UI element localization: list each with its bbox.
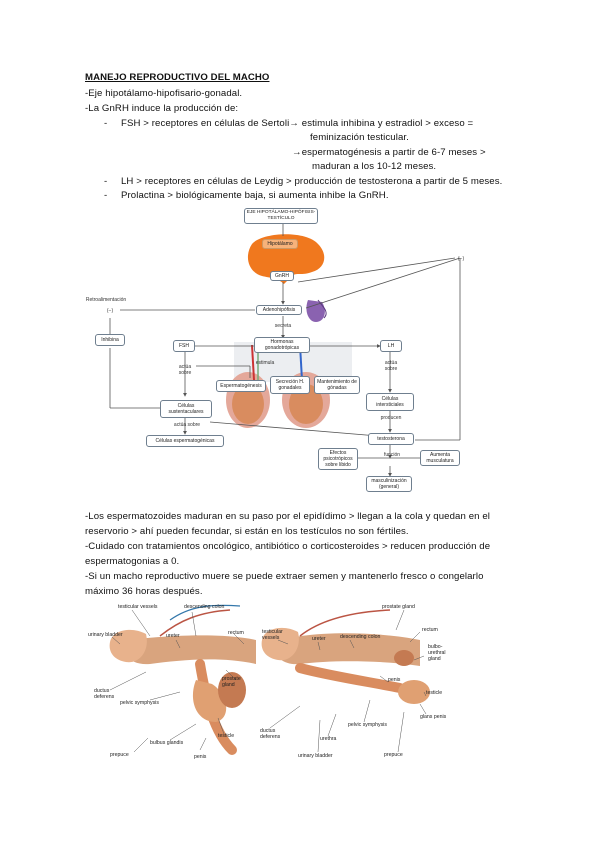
- gonad-maintenance-box: Mantenimiento de gónadas: [314, 376, 360, 394]
- text-line: feminización testicular.: [310, 132, 409, 143]
- label-prostate-gland: prostate gland: [382, 604, 415, 610]
- text-line: FSH > receptores en células de Sertoli→ …: [121, 118, 474, 129]
- label-rectum: rectum: [422, 627, 438, 633]
- label-prepuce: prepuce: [110, 752, 129, 758]
- label-bulbo-urethral-gland: bulbo-urethral gland: [428, 644, 446, 662]
- acts-on-label: actúa sobre: [173, 422, 201, 428]
- psychotropic-effects-box: Efectos psicotrópicos sobre libido: [318, 448, 358, 470]
- acts-on-label: actúa sobre: [384, 360, 398, 372]
- label-penis: penis: [194, 754, 207, 760]
- text-line: -Los espermatozoides maduran en su paso …: [85, 511, 490, 522]
- text-line: máximo 36 horas después.: [85, 586, 203, 597]
- bullet-dash: -: [104, 190, 108, 201]
- text-line: -Cuidado con tratamientos oncológico, an…: [85, 541, 491, 552]
- label-urethra: urethra: [320, 736, 337, 742]
- label-ductus-deferens: ductus deferens: [260, 728, 281, 740]
- label-testicular-vessels: testicular vessels: [118, 604, 158, 610]
- label-descending-colon: descending colon: [340, 634, 381, 640]
- label-urinary-bladder: urinary bladder: [298, 753, 333, 759]
- muscle-increase-box: Aumenta musculatura: [420, 450, 460, 466]
- text-line: espermatogonias a 0.: [85, 556, 180, 567]
- text-line: Prolactina > biológicamente baja, si aum…: [121, 190, 389, 201]
- spermatogenesis-box: Espermatogénesis: [216, 380, 266, 392]
- label-testicular-vessels: testicular vessels: [262, 629, 283, 641]
- label-ureter: ureter: [166, 633, 180, 639]
- produce-label: producen: [380, 415, 402, 421]
- sustentacular-cells-box: Células sustentaculares: [160, 400, 212, 418]
- label-rectum: rectum: [228, 630, 244, 636]
- testosterone-box: testosterona: [368, 433, 414, 445]
- gonadotropic-hormones-box: Hormonas gonadotrópicas: [254, 337, 310, 353]
- label-testicle: testicle: [426, 690, 443, 696]
- gonadal-hormone-secretion-box: Secreción H. gonadales: [270, 376, 310, 394]
- text-line: -Si un macho reproductivo muere se puede…: [85, 571, 484, 582]
- text-line: →espermatogénesis a partir de 6-7 meses …: [292, 147, 486, 158]
- label-testicle: testicle: [218, 733, 235, 739]
- text-line: maduran a los 10-12 meses.: [312, 161, 437, 172]
- label-glans-penis: glans penis: [420, 714, 447, 720]
- label-prostate-gland: prostate gland: [222, 676, 241, 688]
- fsh-box: FSH: [173, 340, 195, 352]
- document-title: MANEJO REPRODUCTIVO DEL MACHO: [85, 72, 270, 83]
- label-prepuce: prepuce: [384, 752, 403, 758]
- bullet-dash: -: [104, 118, 108, 129]
- label-ureter: ureter: [312, 636, 326, 642]
- label-urinary-bladder: urinary bladder: [88, 632, 123, 638]
- adenohypophysis-box: Adenohipófisis: [256, 305, 302, 315]
- label-ductus-deferens: ductus deferens: [94, 688, 115, 700]
- interstitial-cells-box: Células intersticiales: [366, 393, 414, 411]
- label-pelvic-symphysis: pelvic symphysis: [120, 700, 159, 706]
- text-line: -Eje hipotálamo-hipofisario-gonadal.: [85, 88, 243, 99]
- text-line: reservorio > ahí pueden fecundar, si est…: [85, 526, 409, 537]
- masculinization-box: masculinización (general): [366, 476, 412, 492]
- secretes-label: secreta: [274, 323, 292, 329]
- stimulates-label: estimula: [255, 360, 275, 366]
- label-descending-colon: descending colon: [184, 604, 225, 610]
- text-line: -La GnRH induce la producción de:: [85, 103, 239, 114]
- label-pelvic-symphysis: pelvic symphysis: [348, 722, 387, 728]
- acts-on-label: actúa sobre: [178, 364, 192, 376]
- bullet-dash: -: [104, 176, 108, 187]
- label-bulbus-glandis: bulbus glandis: [150, 740, 184, 746]
- spermatogenic-cells-box: Células espermatogénicas: [146, 435, 224, 447]
- lh-box: LH: [380, 340, 402, 352]
- gnrh-box: GnRH: [270, 271, 294, 281]
- inhibin-box: Inhibina: [95, 334, 125, 346]
- feedback-label: Retroalimentación: [85, 297, 127, 303]
- negative-sign: (−): [457, 256, 465, 262]
- axis-title-box: EJE HIPOTÁLAMO-HIPÓFISIS-TESTÍCULO: [244, 208, 318, 224]
- feedback-sign: (−): [106, 308, 114, 314]
- text-line: LH > receptores en células de Leydig > p…: [121, 176, 503, 187]
- label-penis: penis: [388, 677, 401, 683]
- function-label: función: [383, 452, 401, 458]
- pituitary-illustration: [306, 300, 325, 322]
- hypothalamus-box: Hipotálamo: [262, 239, 298, 249]
